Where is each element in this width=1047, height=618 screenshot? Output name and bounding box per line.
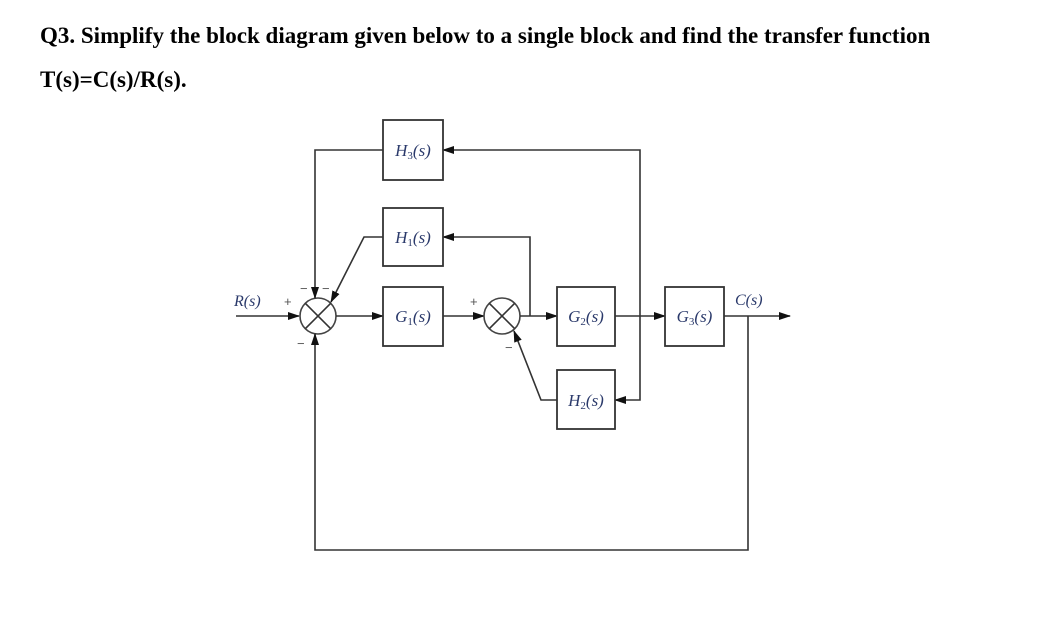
question-text: Q3. Simplify the block diagram given bel… <box>40 14 1020 102</box>
summer1-sign-h1: − <box>322 281 330 296</box>
block-h2-name: H <box>567 391 582 410</box>
wire-h2-to-summer2 <box>513 330 557 401</box>
block-g3: G3(s) <box>664 286 725 347</box>
summing-junction-2 <box>483 297 521 335</box>
block-g1: G1(s) <box>382 286 444 347</box>
wire-h1-pickoff <box>442 233 531 316</box>
question-line-1: Q3. Simplify the block diagram given bel… <box>40 23 931 48</box>
summer1-sign-c: − <box>297 336 305 351</box>
svg-text:H2(s): H2(s) <box>567 391 604 412</box>
svg-text:H3(s): H3(s) <box>394 141 431 162</box>
wire-h3-to-summer1 <box>311 149 383 299</box>
block-g2-name: G <box>568 307 580 326</box>
block-h2: H2(s) <box>556 369 616 430</box>
wire-h2-pickoff <box>614 316 641 404</box>
svg-text:G2(s): G2(s) <box>568 307 604 328</box>
block-h1-name: H <box>394 228 409 247</box>
wire-h1-to-summer1 <box>330 236 383 303</box>
question-line-2: T(s)=C(s)/R(s). <box>40 67 187 92</box>
block-h3-name: H <box>394 141 409 160</box>
summer2-sign-h2: − <box>505 340 513 355</box>
summer1-sign-h3: − <box>300 281 308 296</box>
svg-text:G1(s): G1(s) <box>395 307 431 328</box>
wire-unity-feedback <box>311 316 749 551</box>
block-g3-name: G <box>677 307 689 326</box>
svg-text:G3(s): G3(s) <box>677 307 713 328</box>
summer2-sign-g1: + <box>470 294 478 309</box>
input-label: R(s) <box>233 293 261 310</box>
block-h1: H1(s) <box>382 207 444 267</box>
summing-junction-1 <box>299 297 337 335</box>
svg-text:H1(s): H1(s) <box>394 228 431 249</box>
block-g2: G2(s) <box>556 286 616 347</box>
output-label: C(s) <box>735 292 763 309</box>
block-g1-name: G <box>395 307 407 326</box>
summer1-sign-r: + <box>284 294 292 309</box>
block-h3: H3(s) <box>382 119 444 181</box>
wire-h3-pickoff <box>442 146 641 316</box>
